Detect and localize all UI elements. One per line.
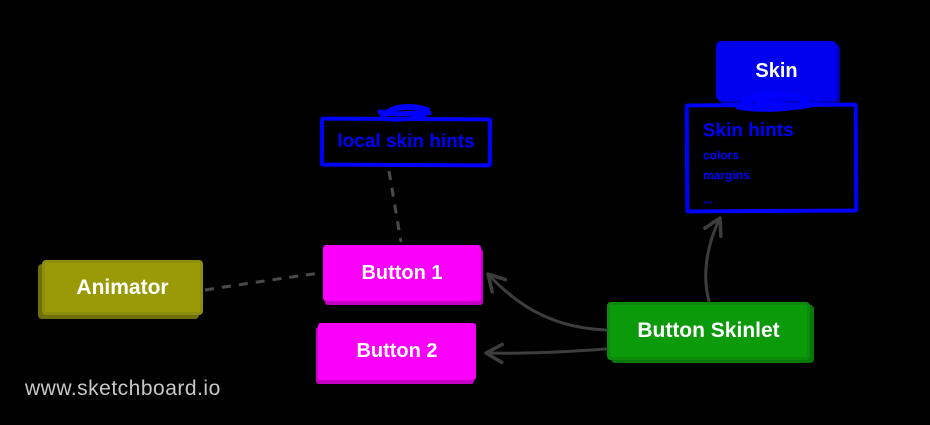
skin-hints-item-colors: colors (702, 148, 740, 163)
node-local-skin-hints-label: local skin hints (337, 130, 475, 153)
edge-animator-button1[interactable] (204, 271, 321, 292)
node-skin-label: Skin (755, 59, 798, 82)
node-button-2-label: Button 2 (356, 340, 438, 362)
node-animator[interactable]: Animator (42, 260, 203, 315)
edge-buttonskinlet-button2[interactable] (484, 342, 608, 365)
edge-buttonskinlet-skinhints[interactable] (703, 216, 723, 303)
node-local-skin-hints[interactable]: local skin hints (319, 116, 493, 168)
node-animator-label: Animator (76, 275, 169, 299)
node-button-1-label: Button 1 (361, 261, 443, 284)
edge-buttonskinlet-button1[interactable] (486, 272, 608, 332)
skin-hints-item-ellipsis: ... (703, 192, 714, 207)
watermark: www.sketchboard.io (25, 377, 221, 400)
node-button-1[interactable]: Button 1 (323, 245, 481, 301)
skin-hints-title: Skin hints (702, 119, 794, 142)
node-skin[interactable]: Skin (716, 41, 837, 101)
node-skin-hints[interactable]: Skin hints colors margins ... (684, 102, 859, 214)
skin-hints-item-margins: margins (703, 168, 750, 183)
node-button-2[interactable]: Button 2 (318, 323, 476, 380)
edge-localskinhints-button1[interactable] (387, 170, 403, 243)
node-button-skinlet[interactable]: Button Skinlet (607, 302, 810, 360)
node-button-skinlet-label: Button Skinlet (637, 319, 780, 342)
